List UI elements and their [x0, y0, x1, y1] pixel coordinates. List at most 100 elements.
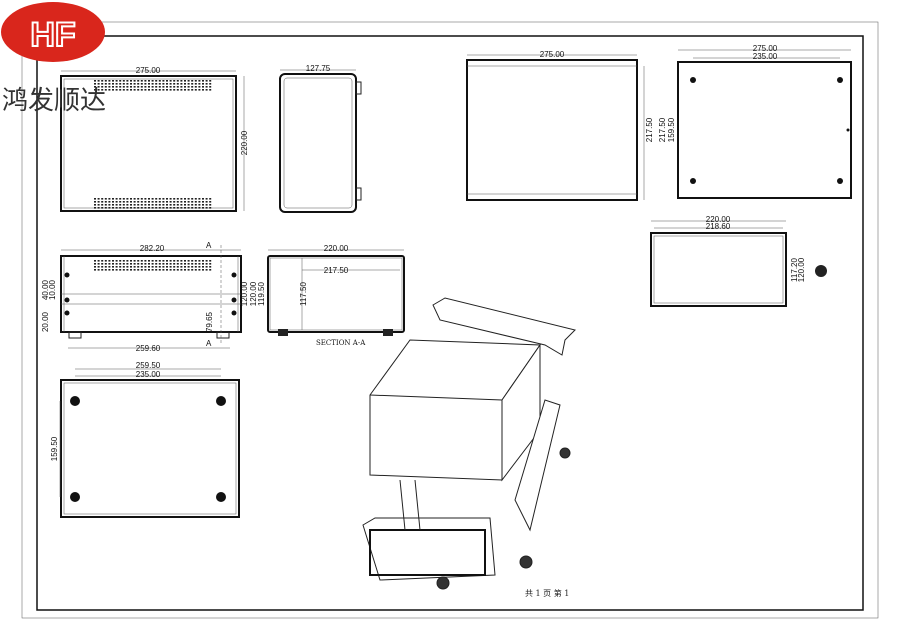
vent-hole	[166, 204, 168, 206]
end-view: 220.00 218.60 117.20 120.00	[650, 215, 827, 307]
vent-hole	[122, 204, 125, 206]
vent-hole	[205, 266, 208, 268]
vent-hole	[119, 263, 122, 265]
vent-hole	[137, 198, 140, 200]
vent-hole	[155, 204, 158, 206]
vent-hole	[209, 198, 212, 200]
vent-hole	[101, 201, 104, 203]
vent-hole	[166, 269, 168, 271]
vent-hole	[202, 269, 204, 271]
vent-hole	[173, 207, 176, 209]
vent-hole	[187, 83, 190, 85]
vent-hole	[169, 89, 172, 91]
vent-hole	[115, 260, 118, 262]
vent-hole	[148, 207, 150, 209]
vent-hole	[108, 201, 111, 203]
vent-hole	[155, 201, 158, 203]
vent-hole	[140, 204, 143, 206]
vent-hole	[126, 266, 129, 268]
vent-hole	[209, 204, 212, 206]
vent-hole	[133, 207, 136, 209]
vent-hole	[184, 83, 186, 85]
vent-hole	[169, 80, 172, 82]
page-footer: 共 1 页 第 1	[525, 588, 569, 598]
vent-hole	[119, 204, 122, 206]
vent-hole	[115, 80, 118, 82]
vent-hole	[184, 269, 186, 271]
vent-hole	[166, 263, 168, 265]
vent-hole	[101, 266, 104, 268]
vent-hole	[97, 263, 100, 265]
vent-hole	[97, 80, 100, 82]
vent-hole	[194, 201, 197, 203]
vent-hole	[205, 86, 208, 88]
vent-hole	[148, 89, 150, 91]
svg-text:217.50: 217.50	[324, 266, 349, 275]
vent-hole	[205, 204, 208, 206]
vent-hole	[133, 201, 136, 203]
vent-hole	[180, 80, 183, 82]
vent-hole	[104, 269, 107, 271]
vent-hole	[166, 80, 168, 82]
vent-hole	[130, 83, 132, 85]
vent-hole	[148, 269, 150, 271]
vent-hole	[209, 269, 212, 271]
vent-hole	[137, 201, 140, 203]
vent-hole	[180, 269, 183, 271]
vent-hole	[169, 204, 172, 206]
vent-hole	[166, 266, 168, 268]
vent-hole	[205, 80, 208, 82]
top-view-left: 275.00 220.00	[60, 66, 249, 212]
vent-hole	[162, 83, 165, 85]
vent-hole	[194, 260, 197, 262]
vent-hole	[119, 266, 122, 268]
vent-hole	[176, 269, 179, 271]
vent-hole	[155, 89, 158, 91]
vent-hole	[187, 204, 190, 206]
vent-hole	[115, 83, 118, 85]
vent-hole	[148, 86, 150, 88]
svg-text:120.00: 120.00	[240, 281, 249, 306]
vent-hole	[133, 198, 136, 200]
vent-hole	[194, 204, 197, 206]
vent-hole	[184, 266, 186, 268]
vent-hole	[187, 260, 190, 262]
vent-hole	[151, 269, 154, 271]
vent-hole	[122, 83, 125, 85]
vent-hole	[169, 269, 172, 271]
front-view: 282.20 259.60 A A 40.00 10.00 20.00 79.6…	[41, 241, 242, 353]
vent-hole	[205, 269, 208, 271]
vent-hole	[115, 266, 118, 268]
vent-hole	[162, 80, 165, 82]
top-view-right: 275.00 217.50	[466, 50, 654, 201]
vent-hole	[137, 204, 140, 206]
svg-text:275.00: 275.00	[540, 50, 565, 59]
vent-hole	[198, 263, 201, 265]
vent-hole	[133, 89, 136, 91]
vent-hole	[130, 260, 132, 262]
vent-hole	[191, 89, 194, 91]
vent-hole	[173, 80, 176, 82]
vent-hole	[144, 89, 147, 91]
vent-hole	[173, 263, 176, 265]
vent-hole	[209, 260, 212, 262]
vent-hole	[137, 260, 140, 262]
vent-hole	[126, 80, 129, 82]
vent-hole	[184, 263, 186, 265]
vent-hole	[180, 83, 183, 85]
vent-hole	[122, 207, 125, 209]
vent-hole	[119, 269, 122, 271]
vent-hole	[112, 89, 114, 91]
vent-hole	[122, 266, 125, 268]
vent-hole	[151, 204, 154, 206]
vent-hole	[202, 263, 204, 265]
vent-hole	[198, 207, 201, 209]
vent-hole	[209, 201, 212, 203]
vent-hole	[115, 201, 118, 203]
vent-hole	[184, 86, 186, 88]
foot-icon	[815, 265, 827, 277]
vent-hole	[169, 263, 172, 265]
vent-hole	[166, 83, 168, 85]
vent-hole	[191, 269, 194, 271]
